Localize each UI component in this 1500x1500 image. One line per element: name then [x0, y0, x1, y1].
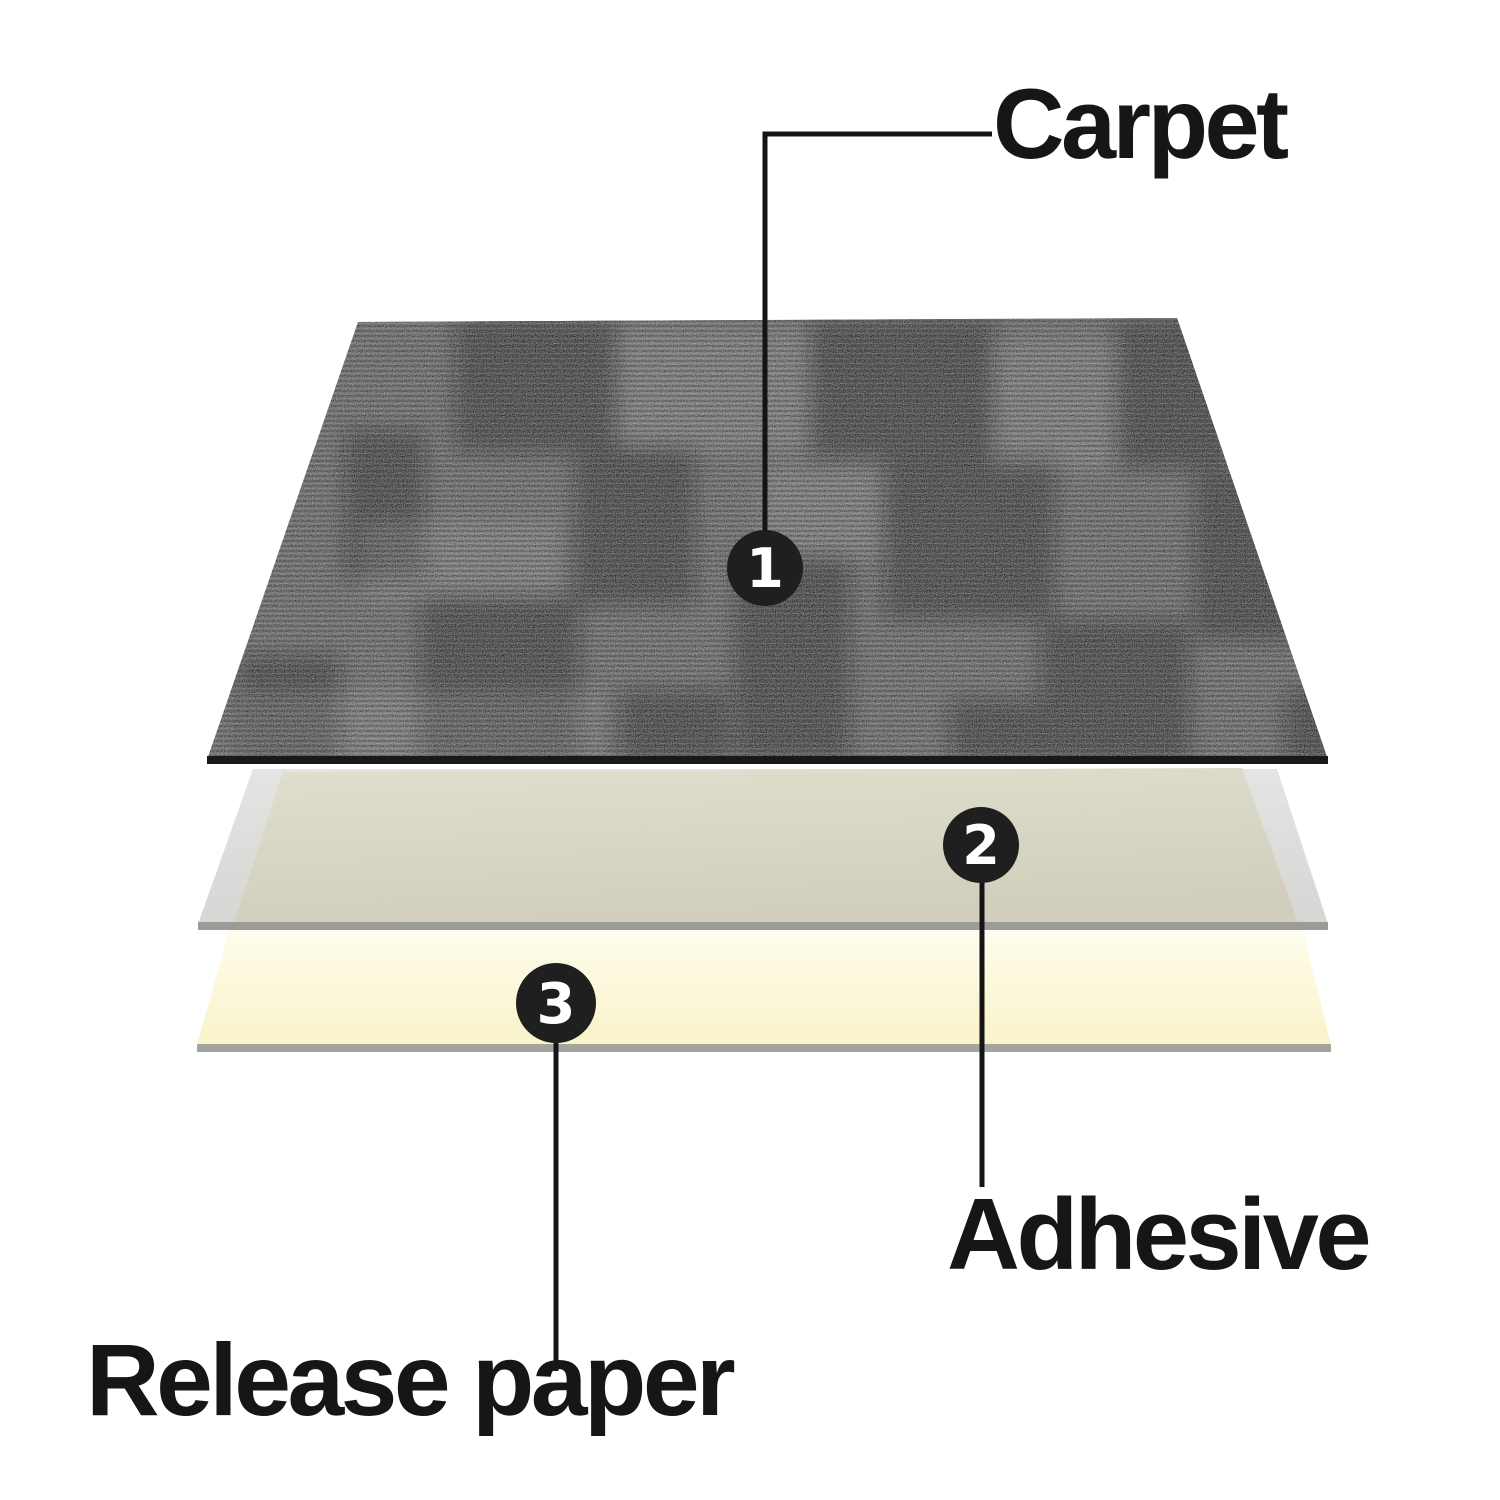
badge-2: 2: [943, 807, 1019, 883]
label-release-paper: Release paper: [86, 1323, 736, 1437]
release-paper-layer: [197, 931, 1331, 1045]
badge-2-number: 2: [962, 814, 1000, 877]
badge-1-number: 1: [746, 537, 784, 600]
adhesive-edge-line: [198, 922, 1328, 930]
badge-3-number: 3: [537, 972, 576, 1037]
badge-1: 1: [727, 530, 803, 606]
carpet-leader-line: [762, 131, 992, 531]
carpet-bottom-edge: [207, 756, 1328, 764]
label-adhesive: Adhesive: [947, 1179, 1372, 1291]
badge-3: 3: [516, 963, 596, 1043]
label-carpet: Carpet: [993, 68, 1289, 179]
release-paper-edge-line: [197, 1044, 1331, 1052]
adhesive-layer: [234, 768, 1298, 922]
